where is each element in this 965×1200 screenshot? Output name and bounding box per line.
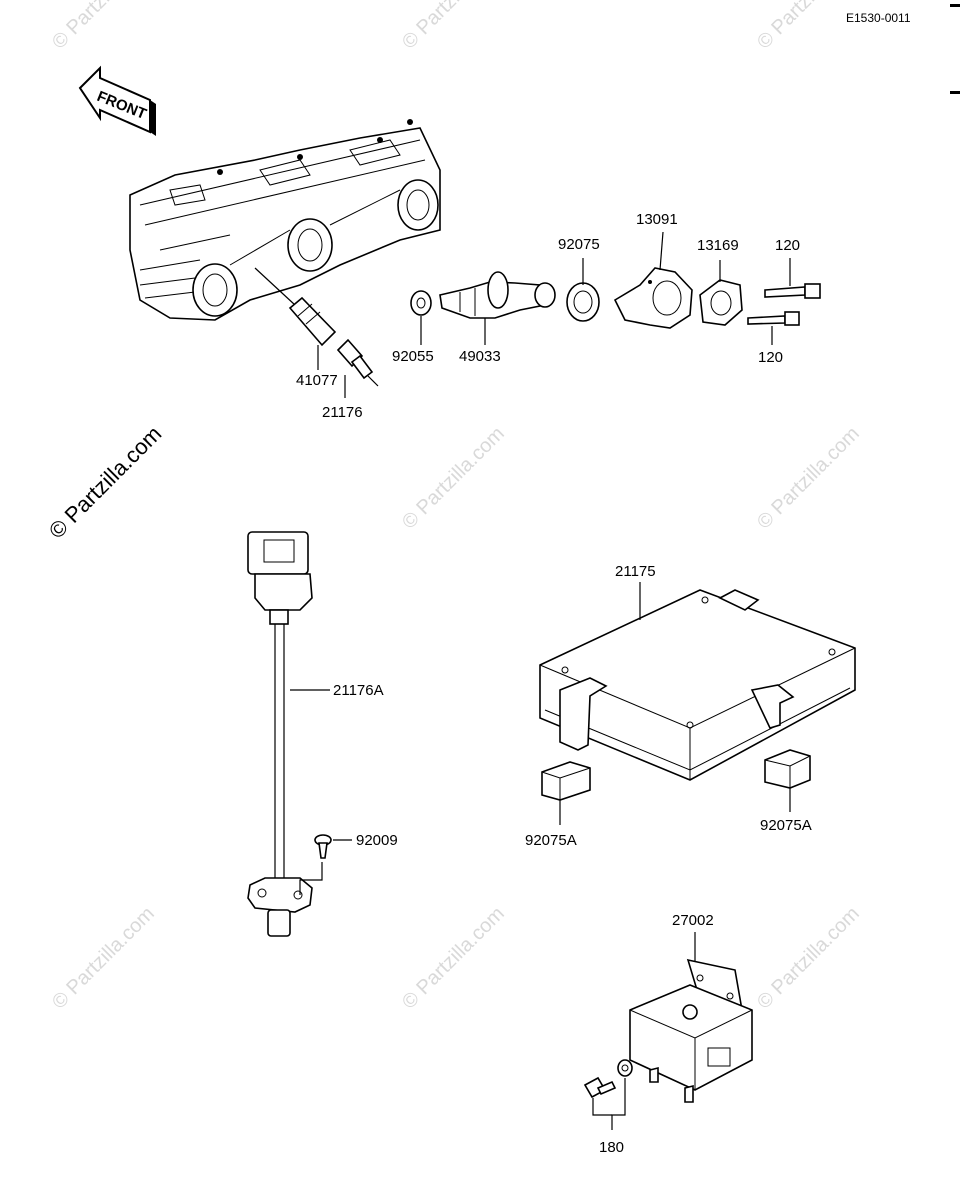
engine-manifold: [129, 119, 441, 321]
label-120-upper: 120: [775, 237, 800, 254]
part-180-bolt: [583, 1059, 633, 1130]
part-92075-ring: [566, 282, 600, 322]
label-21175: 21175: [615, 563, 656, 580]
diagram-code: E1530-0011: [846, 11, 911, 25]
label-21176: 21176: [322, 404, 363, 421]
part-21175-control-unit: [539, 589, 856, 781]
part-49033-shaft: [439, 271, 556, 319]
watermark-grid: © Partzilla.com © Partzilla.com © Partzi…: [48, 0, 864, 1014]
part-120-bolt-lower: [747, 311, 800, 326]
label-27002: 27002: [672, 912, 714, 929]
part-13091-housing: [613, 267, 693, 329]
label-92075: 92075: [558, 236, 600, 253]
watermark-faint: © Partzilla.com: [398, 903, 509, 1014]
edge-mark: [950, 91, 960, 94]
watermark-faint: © Partzilla.com: [48, 903, 159, 1014]
part-92009-screw: [299, 834, 352, 895]
watermark-faint: © Partzilla.com: [753, 903, 864, 1014]
part-120-bolt-upper: [764, 283, 821, 299]
label-13091: 13091: [636, 211, 678, 228]
part-21176-sensor: [336, 338, 379, 387]
label-120-lower: 120: [758, 349, 783, 366]
part-21176A-harness: [247, 531, 313, 937]
label-92055: 92055: [392, 348, 434, 365]
part-92075A-pad-left: [541, 761, 591, 825]
edge-mark: [950, 4, 960, 7]
part-92075A-pad-right: [764, 749, 811, 812]
part-13169-gasket: [699, 279, 743, 326]
label-92075A-right: 92075A: [760, 817, 812, 834]
watermark-faint: © Partzilla.com: [753, 0, 864, 54]
leader-lines-top: [317, 231, 791, 398]
label-13169: 13169: [697, 237, 739, 254]
label-21176A: 21176A: [333, 682, 384, 699]
watermark-faint: © Partzilla.com: [48, 0, 159, 54]
watermark-faint: © Partzilla.com: [398, 0, 509, 54]
label-180: 180: [599, 1139, 624, 1156]
part-27002-relay: [629, 958, 753, 1103]
watermark-faint: © Partzilla.com: [398, 423, 509, 534]
part-41077-adapter: [254, 267, 337, 347]
part-92055-washer: [410, 290, 432, 316]
front-arrow: FRONT: [78, 65, 156, 136]
label-92075A-left: 92075A: [525, 832, 577, 849]
watermark-main: © Partzilla.com: [44, 421, 167, 544]
label-49033: 49033: [459, 348, 501, 365]
watermark-faint: © Partzilla.com: [753, 423, 864, 534]
label-41077: 41077: [296, 372, 338, 389]
label-92009: 92009: [356, 832, 398, 849]
